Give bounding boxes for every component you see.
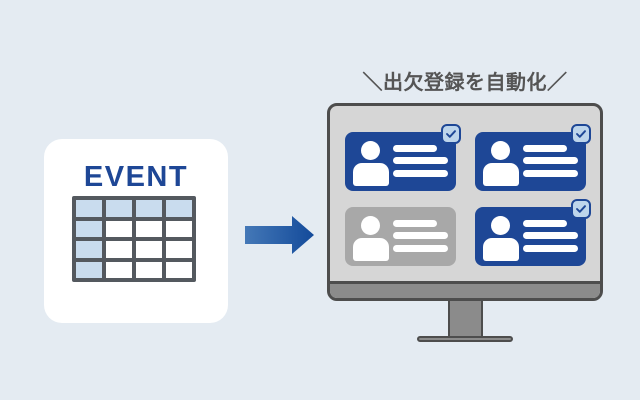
person-icon (483, 216, 519, 261)
event-title: EVENT (83, 161, 189, 193)
table-cell (136, 261, 162, 278)
table-cell (76, 220, 102, 237)
event-card: EVENT (44, 139, 228, 323)
text-line (523, 170, 578, 177)
table-cell (136, 241, 162, 258)
text-line (393, 220, 437, 227)
monitor-bezel (330, 281, 600, 298)
text-line (523, 157, 578, 164)
attendance-caption: ＼出欠登録を自動化／ (362, 72, 568, 94)
check-badge (571, 199, 591, 219)
table-cell (76, 261, 102, 278)
check-icon (576, 130, 586, 138)
person-icon (483, 141, 519, 186)
table-cell (76, 200, 102, 217)
attendee-card-top-right (475, 124, 591, 191)
table-cell (136, 200, 162, 217)
text-line (393, 157, 448, 164)
event-table (72, 196, 196, 282)
check-badge (441, 124, 461, 144)
table-cell (166, 241, 192, 258)
person-icon (353, 141, 389, 186)
text-line (523, 145, 567, 152)
text-line (523, 232, 578, 239)
check-icon (576, 205, 586, 213)
person-icon (353, 216, 389, 261)
text-line (393, 232, 448, 239)
text-line (523, 245, 578, 252)
table-cell (106, 261, 132, 278)
table-cell (136, 220, 162, 237)
attendee-card-bottom-left (345, 207, 456, 266)
check-icon (446, 130, 456, 138)
text-line (523, 220, 567, 227)
text-line (393, 145, 437, 152)
table-cell (166, 261, 192, 278)
table-cell (166, 220, 192, 237)
table-cell (106, 241, 132, 258)
monitor-stand-neck (448, 295, 483, 338)
text-line (393, 170, 448, 177)
table-cell (106, 200, 132, 217)
attendee-card-bottom-right (475, 199, 591, 266)
check-badge (571, 124, 591, 144)
text-line (393, 245, 448, 252)
attendee-card-top-left (345, 124, 461, 191)
table-cell (106, 220, 132, 237)
arrow-right-icon (245, 215, 315, 255)
table-cell (76, 241, 102, 258)
monitor-stand-base (417, 336, 513, 342)
table-cell (166, 200, 192, 217)
